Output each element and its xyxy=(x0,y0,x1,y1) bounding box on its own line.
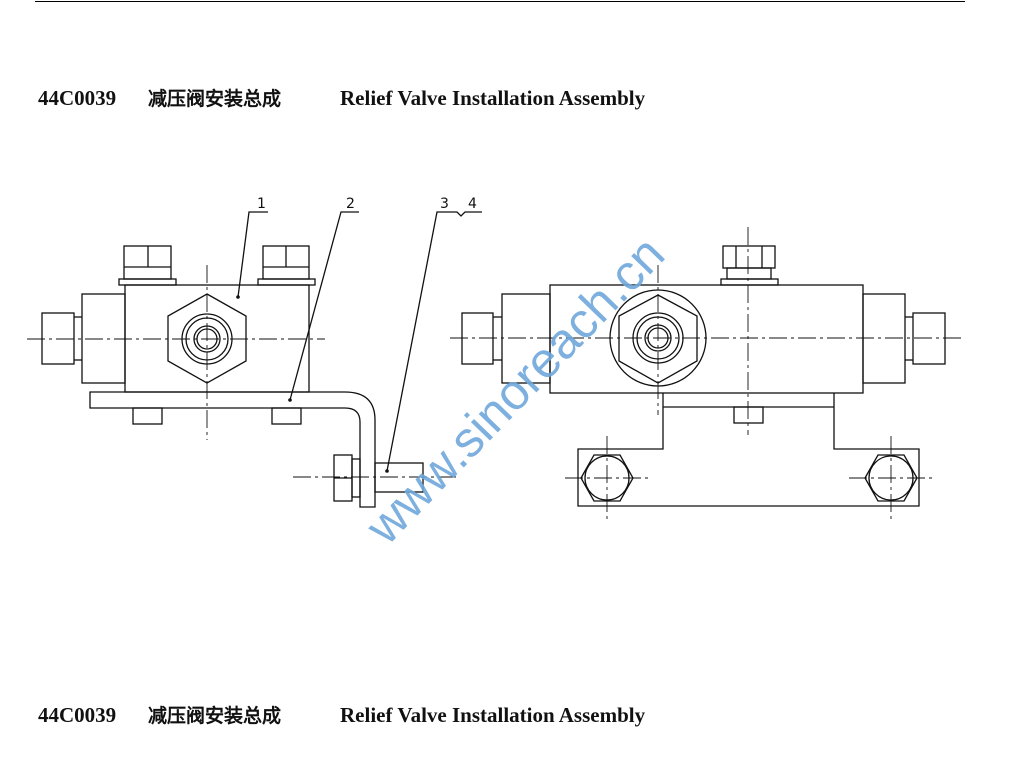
callout-4: 4 xyxy=(468,196,477,212)
footer-title: 44C0039 减压阀安装总成 Relief Valve Installation … xyxy=(38,701,645,728)
title-chinese: 减压阀安装总成 xyxy=(148,88,282,110)
front-view xyxy=(450,227,962,520)
callout-2: 2 xyxy=(346,196,355,212)
title-english: Relief Valve Installation Assembly xyxy=(340,86,646,110)
part-callouts: 1 2 3 4 xyxy=(236,196,482,473)
footer-title-chinese: 减压阀安装总成 xyxy=(148,705,282,727)
callout-1: 1 xyxy=(257,196,266,212)
side-view xyxy=(27,245,457,508)
footer-title-english: Relief Valve Installation Assembly xyxy=(340,703,646,727)
callout-3: 3 xyxy=(440,196,449,212)
footer-part-code: 44C0039 xyxy=(38,703,117,727)
page-title: 44C0039 减压阀安装总成 Relief Valve Installation … xyxy=(38,84,645,111)
part-code: 44C0039 xyxy=(38,86,117,110)
top-rule xyxy=(35,1,965,2)
